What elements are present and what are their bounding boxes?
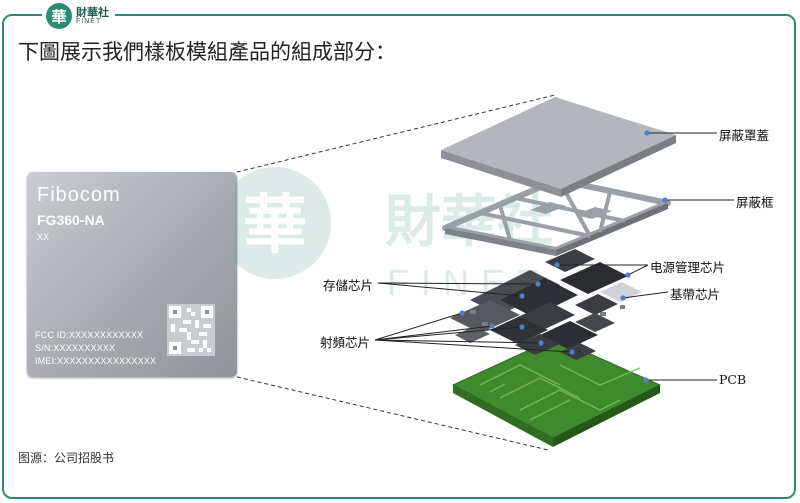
dot-baseband [620,295,626,301]
finet-logo: 華 財華社 FINET [42,2,115,30]
dot-memory-2 [519,293,525,299]
shield-cover-layer [441,97,676,197]
dot-rf-5 [569,349,575,355]
logo-en-text: FINET [76,18,102,25]
module-photo: Fibocom FG360-NA XX FCC ID:XXXXXXXXXXXX … [27,172,237,377]
qr-code-icon [167,304,215,356]
chips-layer [450,249,642,360]
module-sub: XX [37,232,50,242]
content-frame [2,14,796,499]
dot-power-2 [625,272,631,278]
dot-pcb [643,377,649,383]
dot-rf-4 [538,340,544,346]
logo-mark-icon: 華 [46,3,72,29]
label-memory-chip: 存儲芯片 [323,278,374,293]
label-baseband-chip: 基帶芯片 [670,287,721,302]
watermark-mark-icon [235,167,331,279]
label-shield-cover: 屏蔽罩蓋 [719,128,770,143]
label-pcb: PCB [719,372,747,387]
shield-frame-layer [442,177,671,256]
module-sn: S/N:XXXXXXXXXX [35,343,116,353]
module-fcc: FCC ID:XXXXXXXXXXXX [35,330,144,340]
dot-memory-1 [535,281,541,287]
module-brand: Fibocom [37,184,121,206]
dot-shield-cover [644,130,650,136]
dot-rf-1 [459,310,465,316]
watermark-mark: 華 [243,188,307,263]
label-rf-chip: 射頻芯片 [320,335,371,350]
callout-dots [459,130,668,383]
label-shield-frame: 屏蔽框 [736,195,774,210]
label-power-chip: 电源管理芯片 [650,260,726,275]
dot-rf-3 [519,324,525,330]
module-imei: IMEI:XXXXXXXXXXXXXXXX [35,356,157,366]
dot-power-1 [554,262,560,268]
pcb-layer [451,337,662,447]
page-title: 下圖展示我們樣板模組產品的組成部分： [18,40,396,64]
logo-cn-text: 財華社 [76,6,109,19]
dot-shield-frame [662,197,668,203]
source-caption: 图源：公司招股书 [18,451,115,465]
module-model: FG360-NA [37,212,105,228]
dot-rf-2 [489,323,495,329]
